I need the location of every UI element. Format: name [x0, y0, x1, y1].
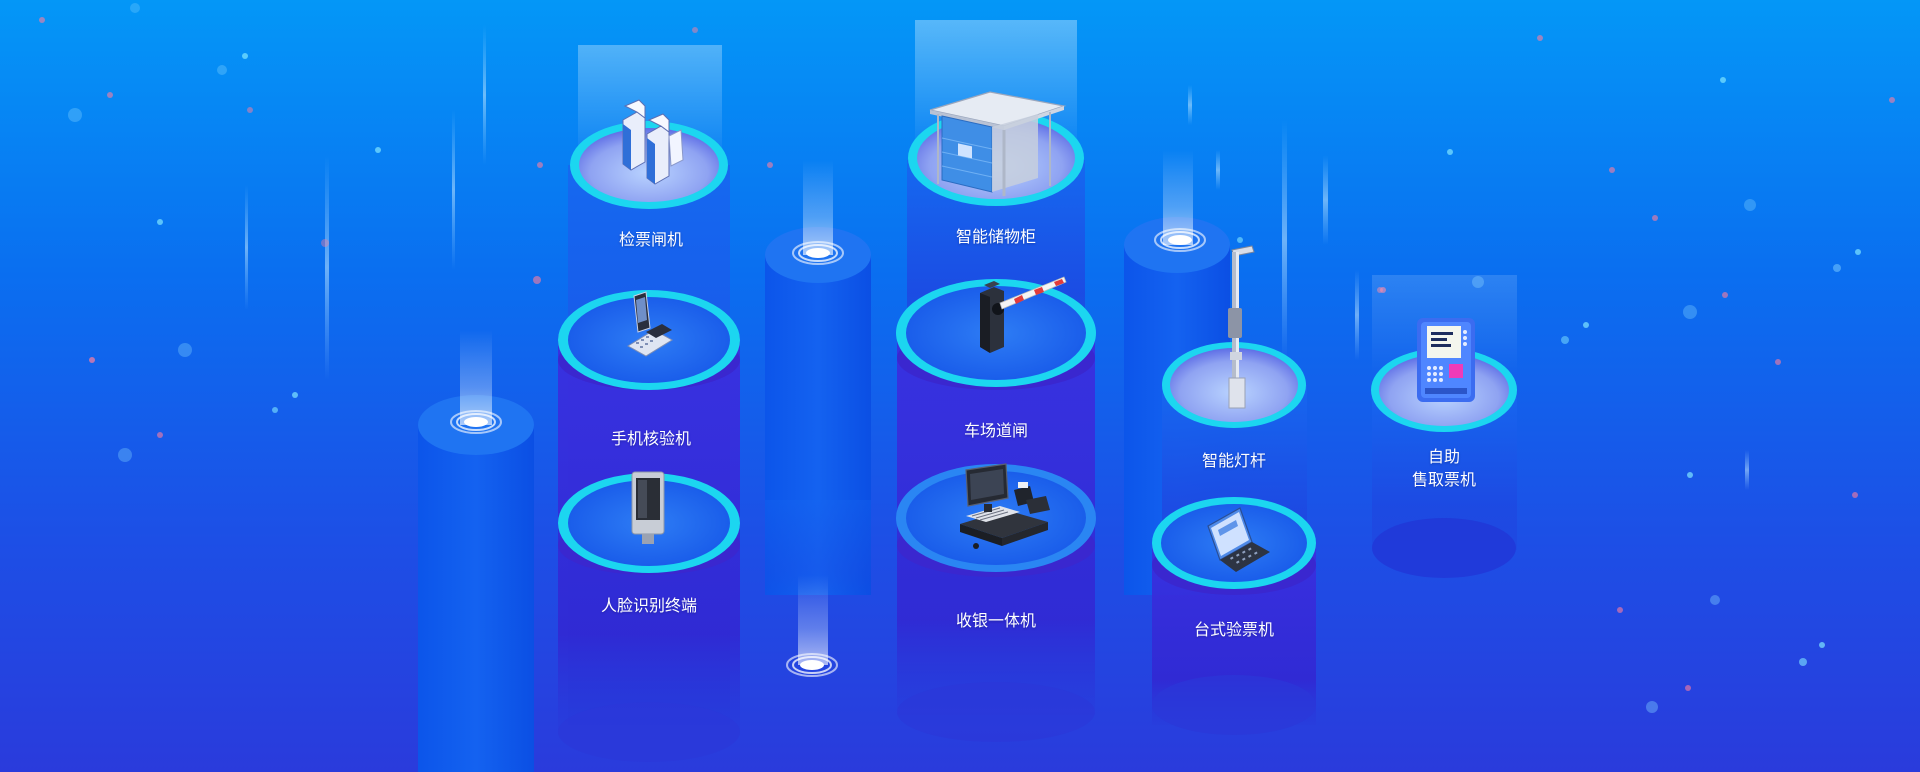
label-desktop-checker: 台式验票机	[1193, 620, 1275, 639]
empty-column-left	[418, 330, 534, 772]
label-self-service-ticket: 自助 售取票机	[1411, 447, 1477, 489]
label-mobile-verifier: 手机核验机	[610, 429, 692, 448]
label-face-terminal: 人脸识别终端	[600, 596, 698, 615]
light-streaks	[245, 25, 1749, 490]
laptop-icon	[1207, 507, 1270, 572]
label-smart-light-pole: 智能灯杆	[1201, 451, 1267, 470]
label-parking-barrier: 车场道闸	[963, 421, 1029, 440]
background-particles	[39, 3, 1895, 713]
handheld-scanner-icon	[627, 291, 673, 357]
face-terminal-icon	[631, 471, 665, 544]
ticket-kiosk-icon	[1417, 318, 1475, 402]
locker-kiosk-icon	[929, 91, 1067, 196]
label-pos-machine: 收银一体机	[955, 611, 1037, 630]
label-ticket-gate: 检票闸机	[618, 230, 684, 249]
street-light-icon	[1228, 245, 1255, 409]
cash-register-icon	[960, 463, 1050, 549]
barrier-gate-icon	[980, 276, 1067, 353]
empty-column-center	[765, 160, 871, 677]
turnstile-gate-icon	[622, 99, 684, 185]
column-a	[558, 45, 740, 762]
label-smart-locker: 智能储物柜	[955, 227, 1037, 246]
